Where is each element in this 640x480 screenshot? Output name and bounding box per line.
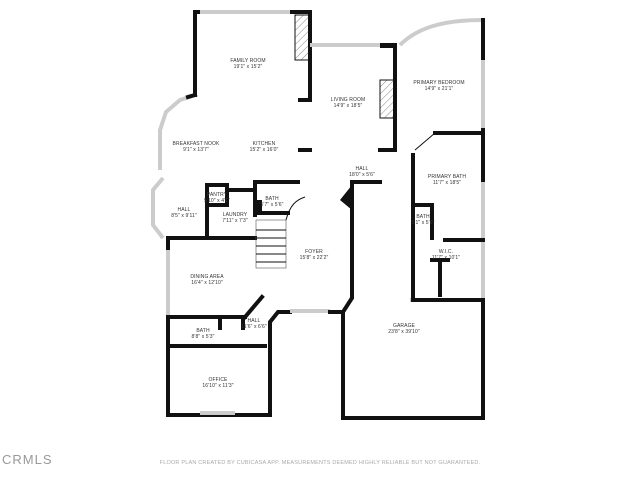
room-name: PRIMARY BATH	[428, 174, 466, 180]
room-name: KITCHEN	[253, 141, 276, 147]
room-size: 8'5" x 9'11"	[171, 213, 197, 219]
room-size: 14'9" x 18'5"	[334, 103, 363, 109]
room-name: FOYER	[305, 249, 323, 255]
walls	[151, 10, 485, 420]
room-size: 16'4" x 12'10"	[191, 280, 223, 286]
room-name: HALL	[248, 318, 261, 324]
fireplace-living	[379, 79, 395, 119]
room-name: GARAGE	[393, 323, 416, 329]
room-name: BATH	[416, 214, 430, 220]
room-name: LIVING ROOM	[331, 97, 365, 103]
room-name: BATH	[265, 196, 279, 202]
crmls-watermark: CRMLS	[2, 452, 53, 467]
room-size: 8'8" x 5'3"	[192, 334, 215, 340]
room-size: 5'1" x 5'6"	[412, 220, 435, 226]
column	[380, 43, 394, 48]
room-name: BREAKFAST NOOK	[173, 141, 220, 147]
room-size: 11'6" x 6'6"	[241, 324, 267, 330]
room-name: FAMILY ROOM	[230, 58, 265, 64]
room-labels: FAMILY ROOM 19'1" x 15'2" LIVING ROOM 14…	[171, 58, 466, 389]
room-size: 5'10" x 4'1"	[204, 198, 230, 204]
room-size: 15'8" x 22'2"	[300, 255, 329, 261]
room-name: LAUNDRY	[223, 212, 248, 218]
room-name: HALL	[178, 207, 191, 213]
wall-corner	[340, 185, 352, 210]
room-name: OFFICE	[209, 377, 228, 383]
room-size: 16'10" x 11'3"	[202, 383, 233, 389]
room-size: 19'1" x 15'2"	[234, 64, 263, 70]
fireplace-family	[294, 14, 310, 61]
room-size: 18'0" x 5'6"	[349, 172, 375, 178]
room-name: PRIMARY BEDROOM	[413, 80, 464, 86]
disclaimer-footer: FLOOR PLAN CREATED BY CUBICASA APP. MEAS…	[159, 460, 481, 466]
room-name: HALL	[356, 166, 369, 172]
room-size: 9'1" x 13'7"	[183, 147, 209, 153]
column	[255, 200, 262, 215]
room-name: DINING AREA	[190, 274, 224, 280]
room-size: 11'7" x 18'5"	[433, 180, 461, 186]
room-name: W.I.C.	[439, 249, 453, 255]
room-name: PANTRY	[207, 192, 228, 198]
room-size: 23'8" x 39'10"	[388, 329, 420, 335]
room-size: 14'9" x 21'1"	[425, 86, 454, 92]
room-name: BATH	[196, 328, 210, 334]
room-size: 7'11" x 7'3"	[222, 218, 248, 224]
staircase	[255, 196, 306, 269]
room-size: 15'2" x 16'0"	[250, 147, 279, 153]
room-size: 5'7" x 5'6"	[261, 202, 284, 208]
room-size: 11'7" x 10'1"	[432, 255, 460, 261]
